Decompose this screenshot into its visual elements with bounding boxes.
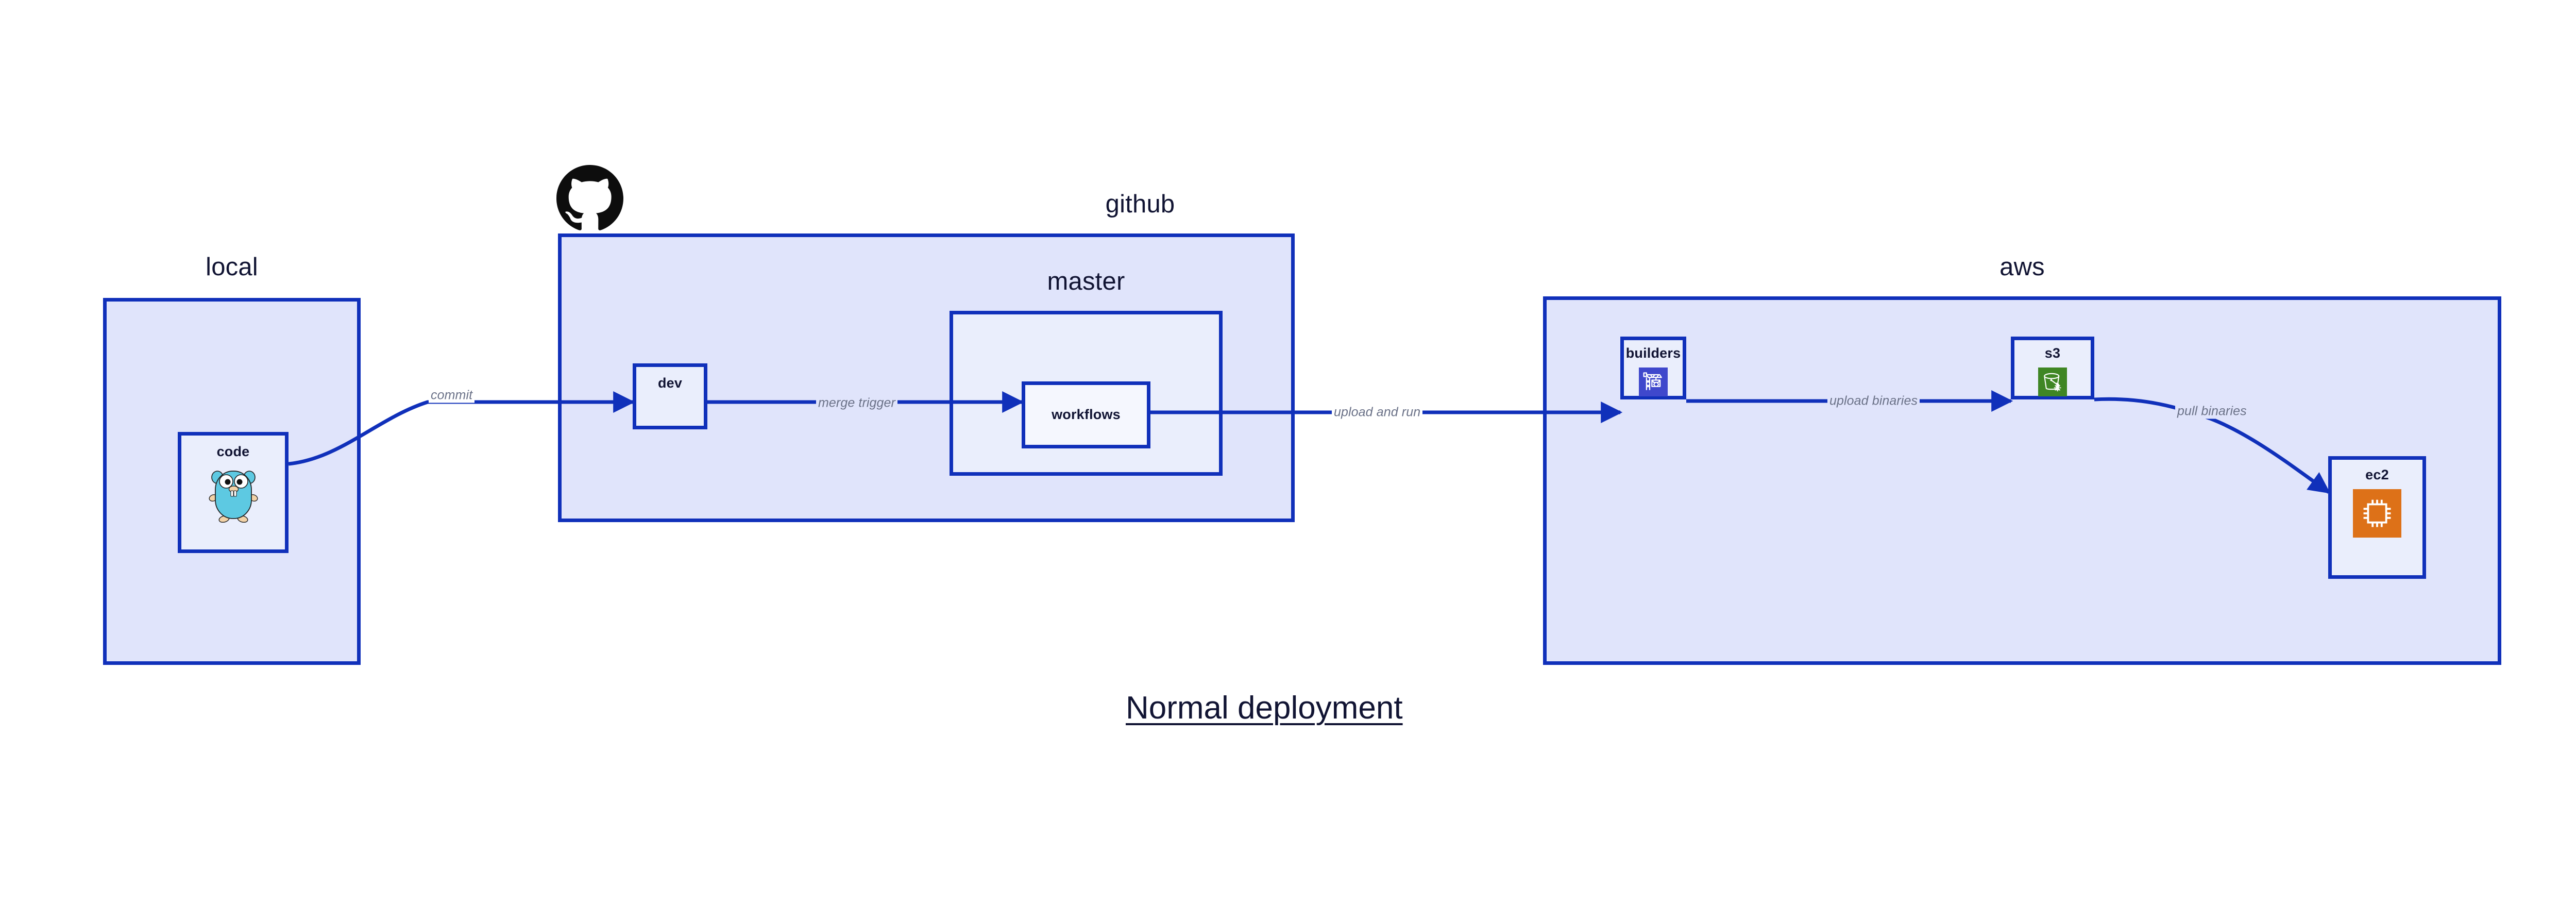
edge-label-pull-binaries: pull binaries [2175, 404, 2249, 419]
go-gopher-icon [209, 466, 258, 523]
edge-label-upload-binaries: upload binaries [1827, 393, 1920, 409]
node-workflows[interactable]: workflows [1022, 381, 1150, 448]
node-ec2[interactable]: ec2 [2328, 456, 2426, 579]
group-label-local: local [206, 253, 258, 281]
edge-label-commit: commit [429, 388, 475, 403]
edge-label-upload-and-run: upload and run [1332, 405, 1423, 420]
node-label-workflows: workflows [1052, 407, 1121, 422]
page-title: Normal deployment [1126, 690, 1403, 726]
node-s3[interactable]: s3 [2011, 337, 2094, 399]
node-code[interactable]: code [178, 432, 289, 553]
node-label-dev: dev [657, 375, 683, 391]
edge-label-merge-trigger: merge trigger [816, 395, 897, 411]
node-dev[interactable]: dev [633, 363, 707, 429]
node-label-code: code [216, 444, 250, 459]
aws-ec2-icon [2353, 489, 2401, 538]
node-label-s3: s3 [2044, 345, 2061, 361]
group-label-github: github [1105, 190, 1175, 218]
aws-s3-glacier-icon [2038, 368, 2067, 396]
group-label-aws: aws [1999, 253, 2045, 281]
aws-codebuild-icon [1639, 368, 1668, 396]
node-label-ec2: ec2 [2365, 467, 2389, 482]
node-label-builders: builders [1625, 345, 1681, 361]
group-label-master: master [1047, 268, 1125, 295]
node-builders[interactable]: builders [1620, 337, 1686, 399]
github-octocat-icon [556, 165, 623, 232]
